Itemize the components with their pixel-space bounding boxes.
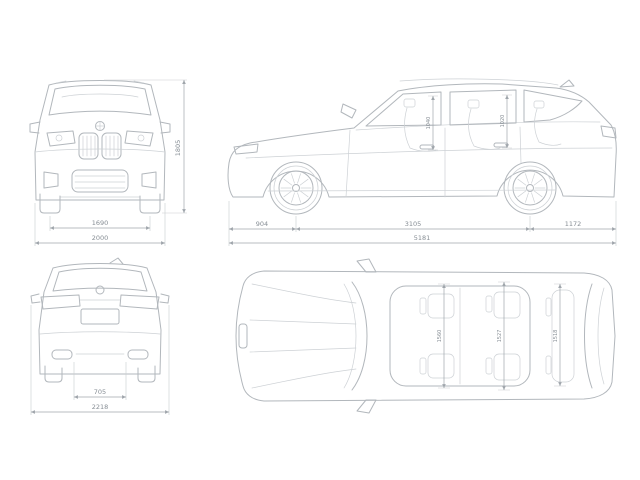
kidney-grille (78, 132, 122, 160)
front-wheel (269, 161, 323, 215)
top-seats (419, 289, 575, 383)
hood-line (61, 93, 139, 98)
rear-body-outline (38, 263, 162, 375)
dim-front-row-width: 1560 (437, 330, 443, 343)
side-taillight (600, 125, 617, 139)
front-body-outline (34, 80, 166, 201)
dim-wheelbase: 3105 (405, 220, 422, 228)
rocker-line (267, 189, 557, 192)
dim-second-row-width: 1527 (497, 330, 503, 343)
headlights (46, 130, 154, 147)
panoramic-roof (389, 285, 531, 387)
dim-exhaust-spacing: 705 (94, 388, 106, 396)
right-mirror (159, 121, 171, 134)
dim-third-row-width: 1518 (553, 330, 559, 343)
top-body-outline (235, 270, 616, 402)
exhaust-tips (51, 349, 149, 360)
rear-view: 705 2218 (30, 257, 170, 415)
front-air-intakes (43, 169, 157, 193)
side-dimensions: 904 3105 1172 5181 1040 1020 (228, 94, 617, 246)
top-windshield (343, 281, 368, 391)
rear-antenna-fin-icon (109, 257, 124, 265)
rear-mirrors (30, 293, 170, 304)
antenna-fin-icon (559, 79, 575, 88)
roof-rail-line (399, 78, 559, 86)
door-seams (345, 126, 522, 198)
rear-bumper-crease (39, 331, 161, 335)
side-view: 904 3105 1172 5181 1040 1020 (227, 78, 617, 246)
taillights (40, 294, 160, 310)
top-rear-window (584, 283, 605, 389)
bumper-crease (34, 148, 166, 153)
left-mirror (29, 121, 41, 134)
dim-rear-door-aperture: 1020 (500, 115, 506, 128)
dim-overall-height: 1805 (174, 140, 182, 157)
front-wheels (39, 193, 161, 214)
dim-overall-length: 5181 (414, 234, 431, 242)
top-dimensions: 1560 1527 1518 (437, 281, 566, 391)
windshield (48, 84, 152, 116)
dim-track-width: 1690 (92, 219, 109, 227)
top-view: 1560 1527 1518 (235, 258, 616, 414)
dim-width-incl-mirrors: 2218 (92, 403, 109, 411)
dim-overall-width: 2000 (92, 234, 109, 242)
dim-rear-overhang: 1172 (565, 220, 582, 228)
front-view: 1690 2000 1805 (29, 79, 187, 246)
dim-front-overhang: 904 (256, 220, 268, 228)
side-body-outline (227, 83, 617, 198)
interior-seats (403, 98, 562, 152)
side-windows (365, 89, 583, 127)
roof-rails (55, 80, 145, 84)
rear-bmw-roundel-icon (95, 285, 105, 295)
license-plate (80, 308, 120, 325)
rear-wheels (44, 365, 156, 383)
rear-dimensions: 705 2218 (30, 305, 170, 415)
hood-lines (238, 283, 357, 389)
top-mirrors (356, 258, 377, 414)
character-line (245, 147, 613, 159)
bmw-roundel-icon (95, 121, 105, 131)
front-dimensions: 1690 2000 1805 (34, 79, 187, 246)
side-headlight (233, 143, 259, 155)
dim-front-door-aperture: 1040 (426, 117, 432, 130)
side-mirror (340, 103, 357, 119)
rear-window (52, 267, 148, 292)
